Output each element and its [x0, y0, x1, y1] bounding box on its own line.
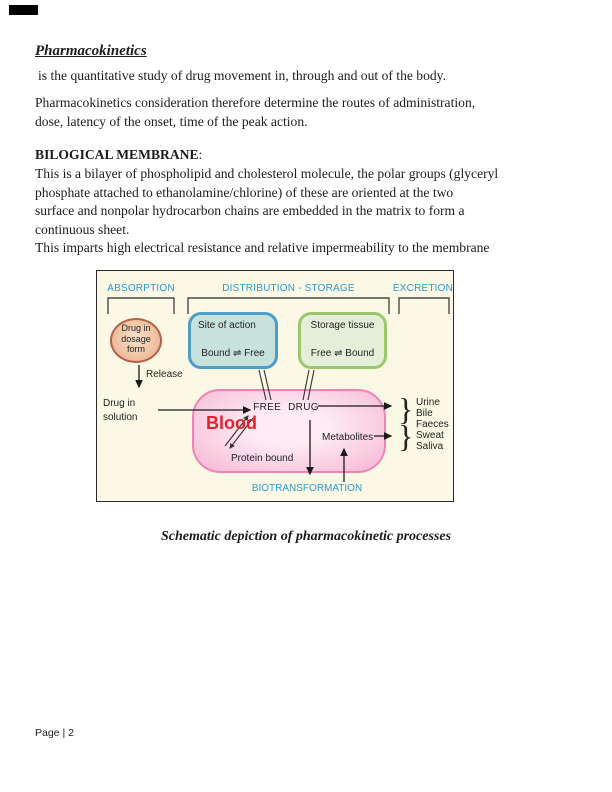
drug-in-solution-label: Drug in solution	[103, 397, 137, 424]
diagram-connectors	[107, 297, 450, 482]
protein-exchange-line	[224, 415, 249, 447]
excretion-route: Saliva	[416, 441, 444, 452]
paragraph-line: Pharmacokinetics consideration therefore…	[35, 95, 476, 110]
protein-bound-label: Protein bound	[231, 453, 294, 464]
site-equilibrium: Bound ⇌ Free	[201, 348, 265, 359]
excretion-bracket	[398, 297, 450, 314]
dosage-line: Drug in	[121, 323, 151, 333]
paragraph-line: dose, latency of the onset, time of the …	[35, 113, 308, 129]
blood-label: Blood	[206, 413, 257, 433]
page-number: Page | 2	[35, 727, 74, 739]
excretion-route: Sweat	[416, 430, 444, 441]
dosage-line: dosage	[121, 333, 151, 344]
storage-tissue-title: Storage tissue	[310, 320, 375, 331]
page-title: Pharmacokinetics	[35, 43, 147, 59]
biotransformation-label: BIOTRANSFORMATION	[251, 483, 363, 494]
dosage-form-label: Drug in dosage form	[110, 323, 162, 355]
solution-line: solution	[103, 411, 138, 423]
paragraph-membrane: This is a bilayer of phospholipid and ch…	[35, 165, 498, 258]
excretion-routes-list: Urine Bile Faeces Sweat Saliva	[416, 397, 449, 452]
figure-caption: Schematic depiction of pharmacokinetic p…	[160, 529, 452, 544]
excretion-route: Urine	[416, 397, 440, 408]
storage-tissue-box	[298, 312, 387, 369]
intro-line: is the quantitative study of drug moveme…	[38, 68, 446, 83]
scan-artifact-mark	[9, 5, 38, 15]
paragraph-line: surface and nonpolar hydrocarbon chains …	[35, 203, 465, 219]
metabolites-label: Metabolites	[322, 432, 374, 443]
site-of-action-title: Site of action	[198, 320, 256, 331]
distribution-bracket	[187, 297, 390, 314]
absorption-label: ABSORPTION	[107, 283, 175, 294]
heading-text: BILOGICAL MEMBRANE	[35, 147, 199, 162]
pharmacokinetics-diagram: ABSORPTION DISTRIBUTION - STORAGE EXCRET…	[96, 270, 454, 502]
excretion-route: Faeces	[416, 419, 449, 430]
site-exchange-line	[263, 369, 272, 401]
excretion-brace-top: }	[398, 391, 414, 427]
blood-box	[192, 389, 386, 473]
protein-exchange-line	[229, 417, 254, 449]
site-exchange-line	[258, 369, 267, 401]
storage-exchange-line	[307, 369, 315, 401]
paragraph-line: continuous sheet.	[35, 221, 130, 237]
storage-equilibrium: Free ⇌ Bound	[310, 348, 375, 359]
excretion-label: EXCRETION	[392, 283, 454, 294]
dosage-form-circle	[110, 318, 162, 363]
absorption-bracket	[107, 297, 175, 314]
solution-line: Drug in	[103, 398, 136, 409]
paragraph-line: This imparts high electrical resistance …	[35, 240, 490, 256]
paragraph-line: This is a bilayer of phospholipid and ch…	[35, 166, 499, 181]
paragraph-line: phosphate attached to ethanolamine/chlor…	[35, 184, 454, 200]
heading-colon: :	[198, 147, 203, 162]
section-heading-membrane: BILOGICAL MEMBRANE:	[35, 147, 202, 163]
excretion-brace-bottom: }	[398, 418, 414, 454]
distribution-storage-label: DISTRIBUTION - STORAGE	[222, 283, 355, 294]
storage-exchange-line	[302, 369, 310, 401]
excretion-route: Bile	[416, 408, 433, 419]
release-label: Release	[146, 369, 183, 380]
free-drug-label: FREE DRUG	[253, 402, 319, 413]
site-of-action-box	[188, 312, 278, 369]
paragraph-administration: Pharmacokinetics consideration therefore…	[35, 94, 475, 131]
dosage-line: form	[127, 344, 145, 354]
